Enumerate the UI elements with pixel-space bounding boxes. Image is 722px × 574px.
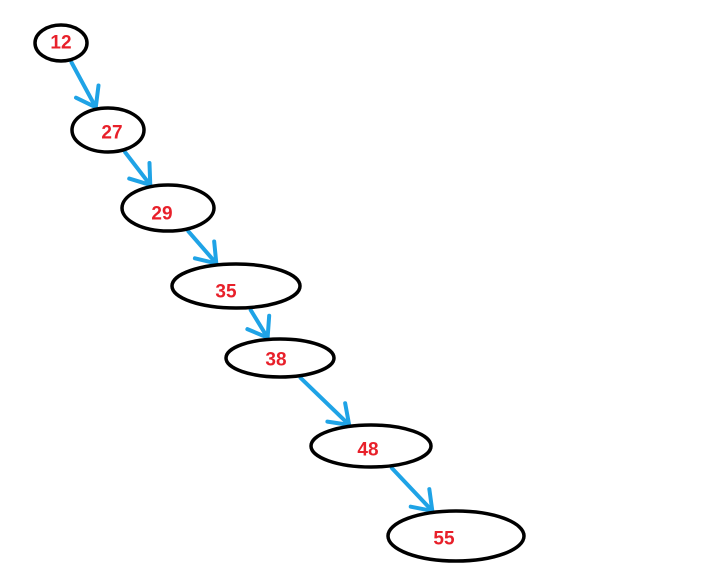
node-35: 35 bbox=[170, 262, 302, 310]
edge-line bbox=[186, 229, 219, 266]
edge-arrow-n38-n48 bbox=[298, 375, 352, 427]
edge-arrow-n29-n35 bbox=[186, 229, 219, 266]
node-ellipse bbox=[386, 509, 526, 563]
node-ellipse bbox=[70, 106, 146, 154]
node-27: 27 bbox=[70, 106, 146, 154]
arrowhead bbox=[74, 83, 101, 110]
edge-arrow-n48-n55 bbox=[389, 466, 435, 513]
node-ellipse bbox=[224, 337, 336, 379]
node-55: 55 bbox=[386, 509, 526, 563]
node-label: 12 bbox=[50, 33, 71, 54]
node-ellipse bbox=[170, 262, 302, 310]
edge-line bbox=[69, 60, 98, 110]
nodes-layer: 12 27 29 35 38 48 55 bbox=[33, 23, 526, 563]
edge-line bbox=[298, 375, 352, 427]
node-12: 12 bbox=[33, 23, 89, 63]
node-ellipse bbox=[120, 183, 216, 233]
edge-arrow-n12-n27 bbox=[69, 60, 101, 110]
edge-arrow-n35-n38 bbox=[245, 308, 272, 340]
edge-line bbox=[248, 308, 270, 340]
node-ellipse bbox=[33, 23, 89, 63]
node-label: 29 bbox=[151, 204, 172, 225]
node-label: 35 bbox=[215, 282, 237, 303]
node-48: 48 bbox=[309, 423, 433, 469]
edge-line bbox=[123, 150, 153, 187]
edge-line bbox=[389, 466, 435, 513]
node-ellipse bbox=[309, 423, 433, 469]
edge-arrow-n27-n29 bbox=[123, 150, 153, 187]
node-label: 38 bbox=[265, 350, 286, 371]
node-29: 29 bbox=[120, 183, 216, 233]
node-label: 55 bbox=[433, 529, 455, 550]
node-label: 27 bbox=[101, 123, 122, 144]
node-38: 38 bbox=[224, 337, 336, 379]
node-label: 48 bbox=[357, 440, 378, 461]
